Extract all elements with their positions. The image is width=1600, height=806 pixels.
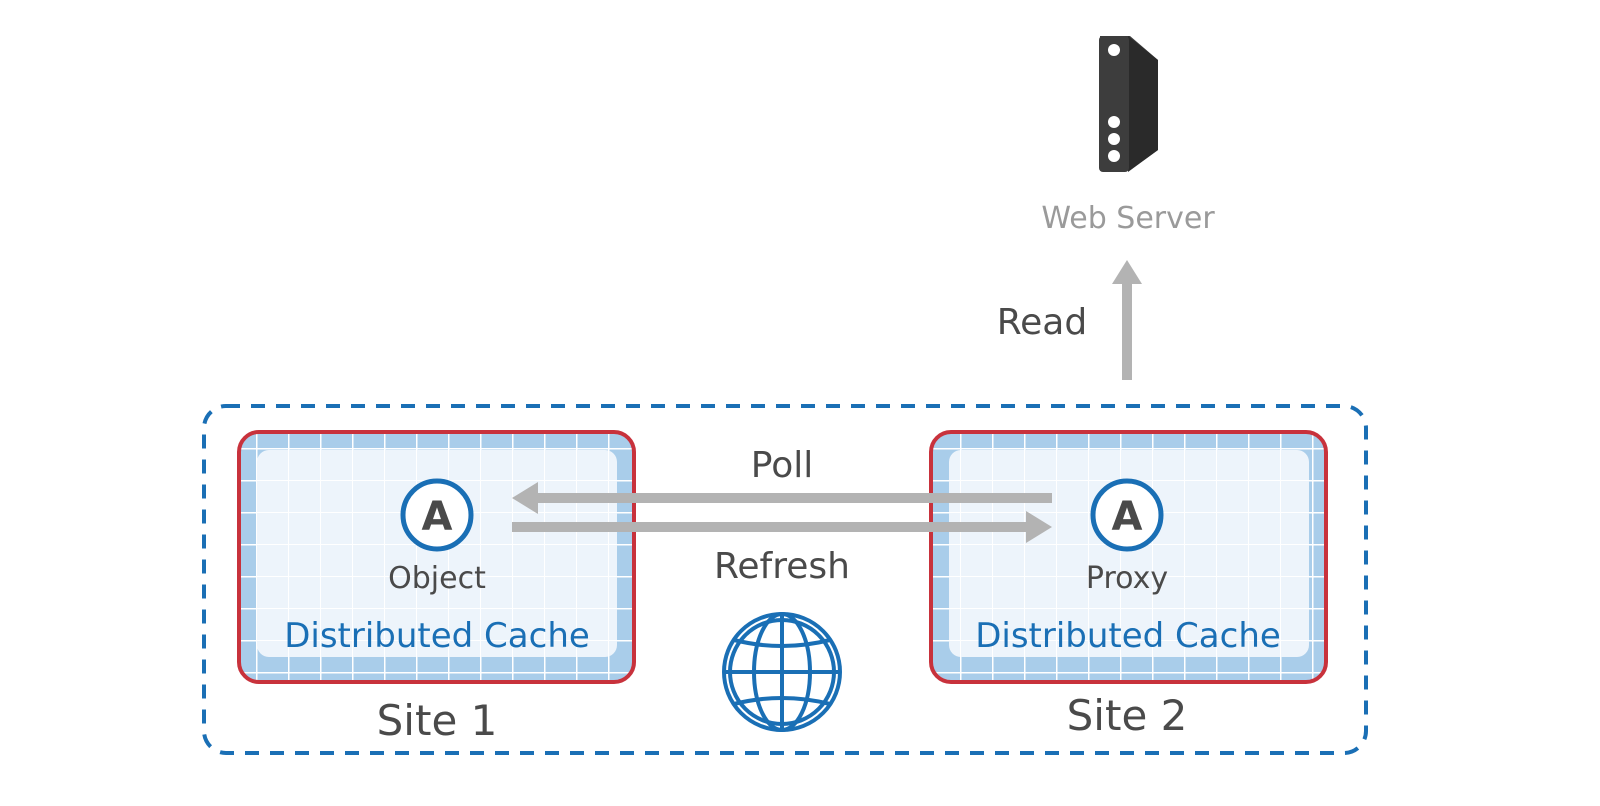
network-boundary bbox=[202, 404, 1368, 755]
site-1-label: Site 1 bbox=[377, 696, 498, 745]
site-1-cache-label: Distributed Cache bbox=[284, 616, 590, 656]
proxy-node-letter: A bbox=[1112, 494, 1143, 540]
site-2-cache-label: Distributed Cache bbox=[975, 616, 1281, 656]
refresh-arrow bbox=[512, 511, 1052, 543]
refresh-label: Refresh bbox=[714, 546, 850, 587]
web-server-label: Web Server bbox=[1041, 201, 1215, 236]
globe-icon bbox=[722, 612, 842, 732]
site-2-label: Site 2 bbox=[1067, 691, 1188, 740]
proxy-node-label: Proxy bbox=[1086, 561, 1168, 596]
poll-arrow bbox=[512, 482, 1052, 514]
object-node-letter: A bbox=[422, 494, 453, 540]
proxy-node-circle bbox=[1090, 478, 1164, 552]
object-node-circle bbox=[400, 478, 474, 552]
read-label: Read bbox=[997, 302, 1087, 343]
object-node-label: Object bbox=[388, 561, 486, 596]
poll-label: Poll bbox=[751, 445, 813, 486]
read-arrow bbox=[1112, 260, 1142, 380]
server-icon bbox=[1099, 36, 1158, 172]
